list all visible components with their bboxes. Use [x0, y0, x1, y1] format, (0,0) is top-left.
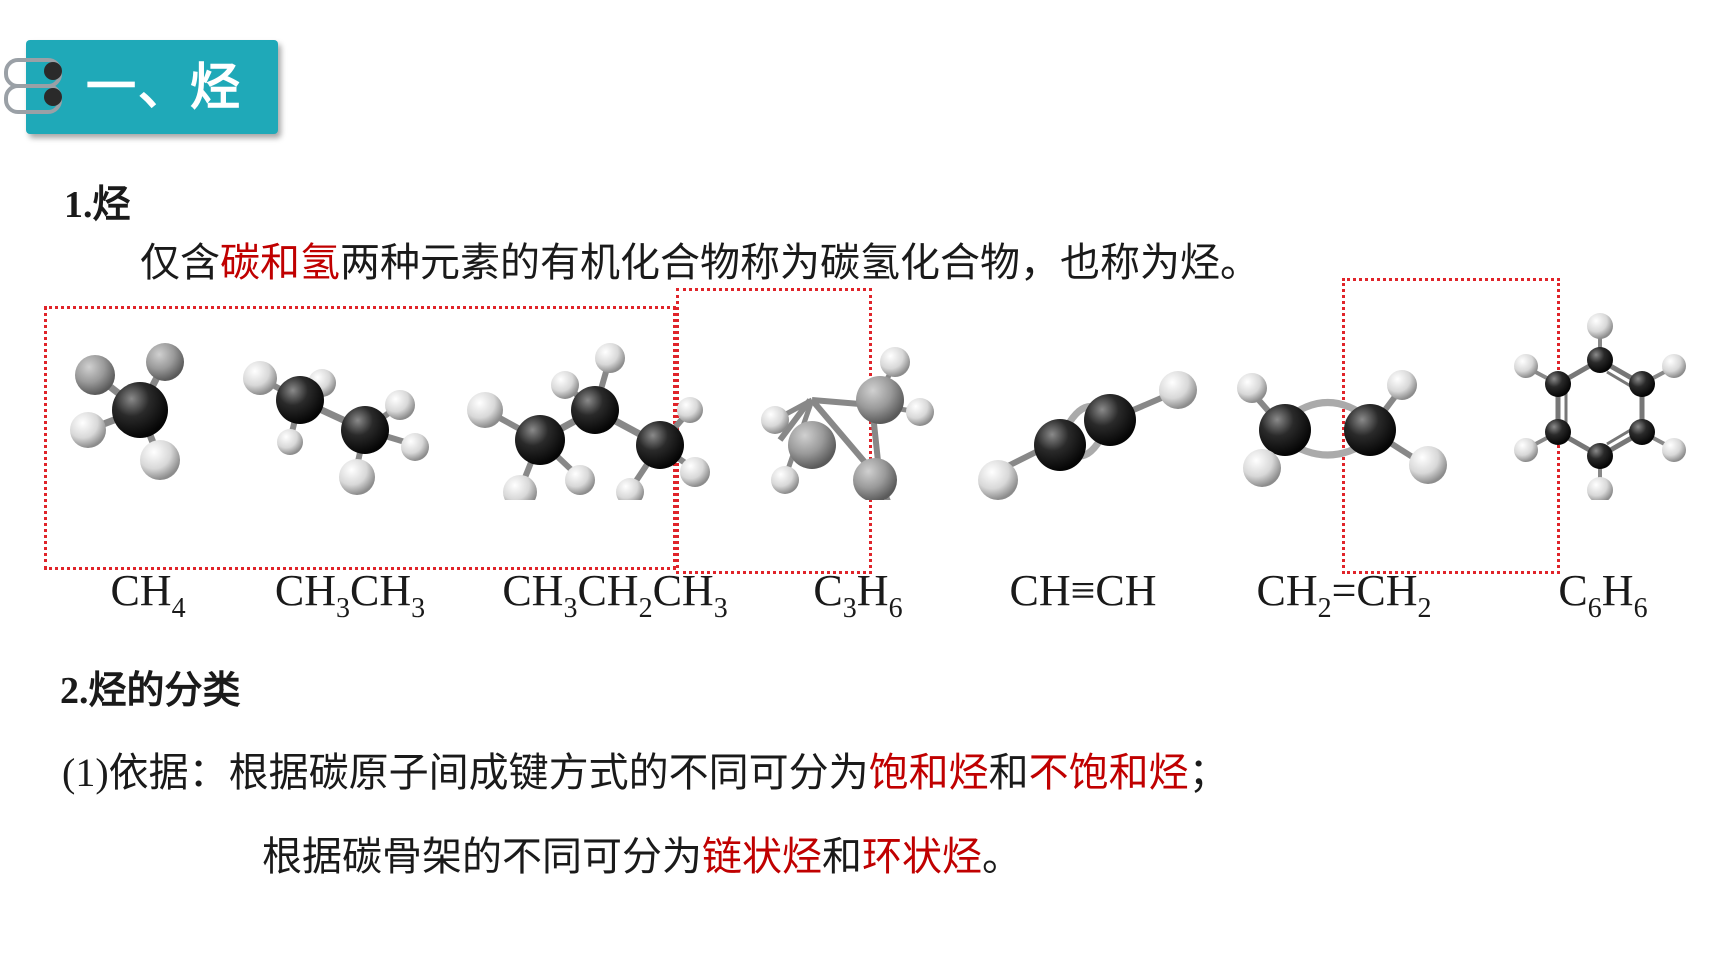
- highlight-cyclic: 环状烃: [862, 834, 982, 880]
- heading-text: 烃: [92, 182, 131, 226]
- formula-methane: CH4: [110, 566, 186, 624]
- classification-line-1: (1)依据：根据碳原子间成键方式的不同可分为饱和烃和不饱和烃；: [62, 750, 1229, 796]
- highlight-carbon-hydrogen: 碳和氢: [220, 240, 340, 286]
- molecule-models: [70, 313, 1686, 500]
- ethylene-model: [1237, 370, 1447, 487]
- classification-line-2: 根据碳骨架的不同可分为链状烃和环状烃。: [262, 834, 1022, 880]
- propane-model: [467, 343, 710, 500]
- binder-peg-icon: [44, 88, 62, 106]
- formula-cyclopropane: C3H6: [813, 566, 903, 624]
- highlight-saturated: 饱和烃: [868, 750, 989, 796]
- formula-propane: CH3CH2CH3: [502, 566, 728, 624]
- definition-text: 仅含碳和氢两种元素的有机化合物称为碳氢化合物，也称为烃。: [140, 240, 1260, 286]
- cyclopropane-model: [761, 347, 934, 500]
- formula-acetylene: CH≡CH: [1009, 566, 1157, 615]
- binder-peg-icon: [44, 62, 62, 80]
- formula-benzene: C6H6: [1558, 566, 1648, 624]
- section-title: 一、烃: [86, 58, 242, 116]
- formula-ethane: CH3CH3: [274, 566, 426, 624]
- heading-text: 烃的分类: [88, 668, 241, 712]
- heading-number: 2.: [60, 670, 89, 712]
- highlight-chain: 链状烃: [702, 834, 822, 880]
- acetylene-model: [978, 371, 1197, 500]
- heading-hydrocarbon: 1.烃: [64, 182, 131, 227]
- formula-ethylene: CH2=CH2: [1256, 566, 1432, 624]
- heading-number: 1.: [64, 184, 93, 226]
- methane-model: [70, 343, 184, 480]
- section-title-tab: [26, 40, 278, 134]
- ethane-model: [243, 361, 429, 495]
- highlight-unsaturated: 不饱和烃: [1028, 750, 1189, 796]
- benzene-model: [1514, 313, 1686, 500]
- heading-classification: 2.烃的分类: [60, 668, 241, 713]
